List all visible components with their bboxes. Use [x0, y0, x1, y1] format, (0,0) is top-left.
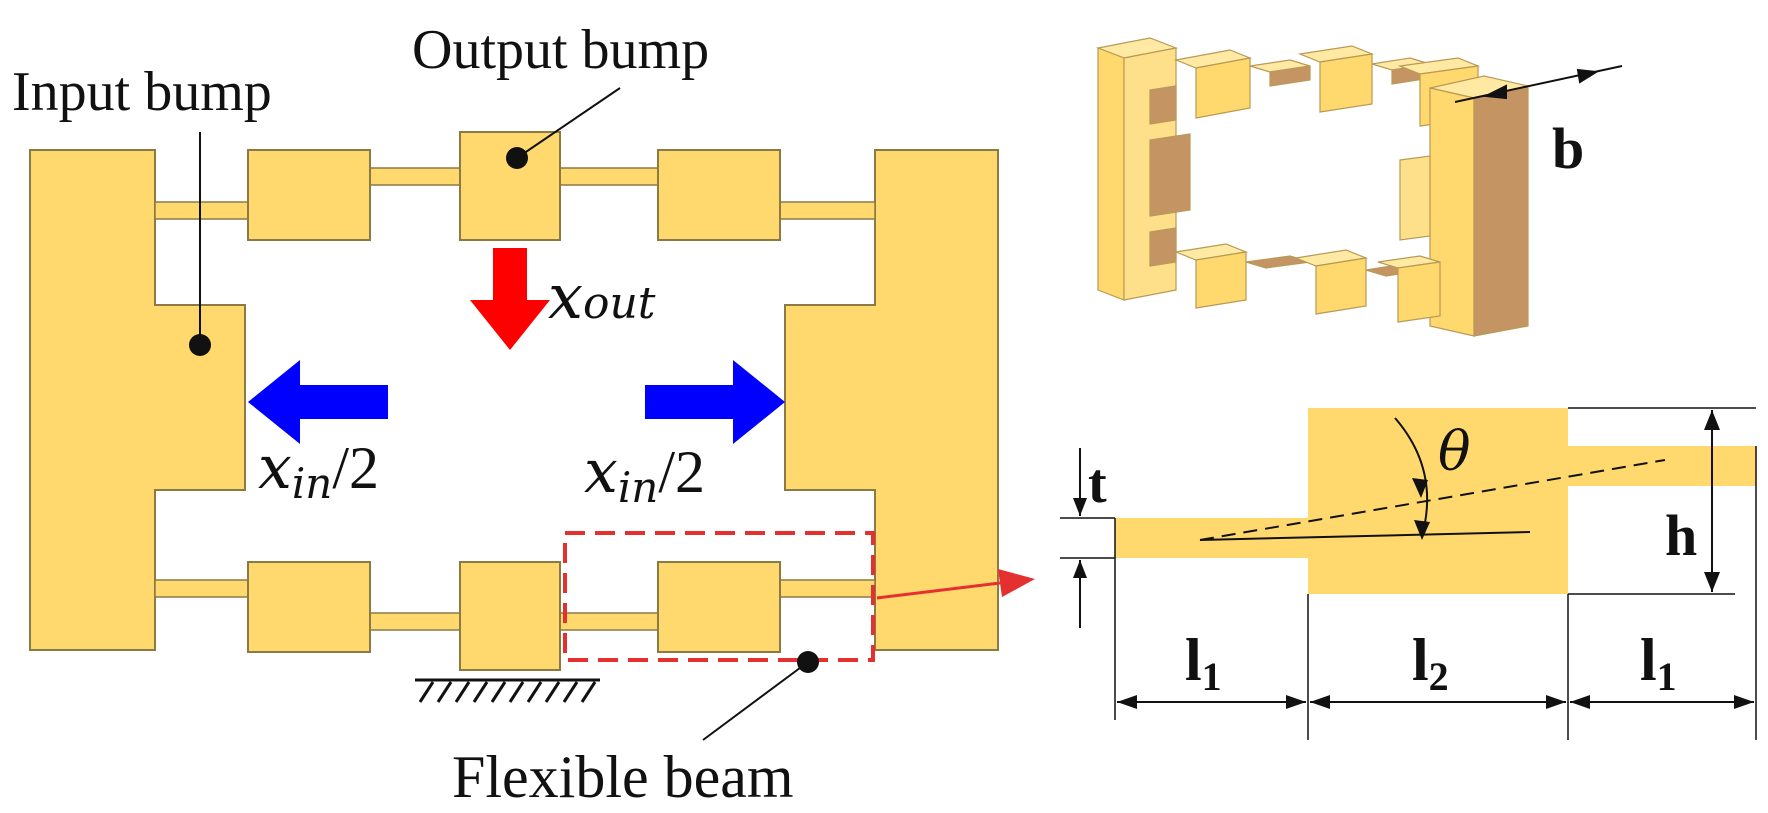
3d-top-seg-1-front [1195, 57, 1251, 119]
left-input-block [29, 149, 246, 651]
bottom-block-right [657, 561, 781, 653]
flexible-beam-label: Flexible beam [452, 744, 794, 810]
mechanism-2d: Output bump Input bump Flexible beam xou… [12, 19, 1035, 810]
l1-left-arrow-a-icon [1117, 695, 1137, 709]
3d-left-pillar-front [1097, 47, 1125, 301]
l2-arrow-a-icon [1310, 695, 1330, 709]
l2-label: l2 [1412, 627, 1449, 699]
ground-support-icon [415, 678, 600, 703]
theta-arrow-top-icon [1412, 478, 1428, 498]
l1-right-label: l1 [1640, 627, 1677, 699]
input-bump-dot [189, 334, 211, 356]
h-arrow-bottom-icon [1704, 572, 1720, 592]
top-block-left [247, 149, 371, 241]
t-label: t [1088, 453, 1107, 515]
output-bump-block [459, 131, 561, 241]
3d-right-notch-1 [1399, 155, 1431, 241]
b-arrow-right-icon [1576, 68, 1599, 84]
l2-arrow-b-icon [1546, 695, 1566, 709]
thickness-dimension [1454, 65, 1623, 103]
top-block-right [657, 149, 781, 241]
bottom-block-left [247, 561, 371, 653]
flexible-beam-highlight-box [563, 531, 875, 662]
output-bump-leader [516, 87, 621, 159]
output-bump-label: Output bump [412, 19, 709, 81]
h-arrow-top-icon [1704, 410, 1720, 430]
top-beam-1 [154, 201, 249, 220]
3d-top-seg-2-front [1269, 65, 1311, 87]
output-displacement-arrow [470, 248, 550, 350]
detail-pointer-head [998, 569, 1035, 597]
l1-right-arrow-b-icon [1734, 695, 1754, 709]
top-beam-2 [369, 167, 461, 186]
detail-block-l2 [1308, 408, 1568, 594]
3d-left-notch-3 [1149, 227, 1177, 267]
3d-bot-seg-5-front [1397, 261, 1441, 323]
detail-pointer-line [876, 581, 1001, 600]
output-bump-dot [506, 147, 528, 169]
bottom-beam-2 [369, 612, 461, 631]
input-arrow-left [248, 360, 388, 444]
theta-arrow-bottom-icon [1414, 520, 1430, 540]
theta-label: θ [1438, 420, 1471, 483]
3d-right-pillar-side [1473, 85, 1529, 337]
bottom-beam-3 [559, 612, 659, 631]
t-arrow-top-icon [1073, 498, 1087, 516]
b-label: b [1552, 116, 1584, 181]
input-bump-label: Input bump [12, 61, 272, 123]
l1-left-arrow-b-icon [1286, 695, 1306, 709]
x-in-left-label: xin/2 [258, 433, 379, 508]
t-arrow-bottom-icon [1073, 560, 1087, 578]
horizontal-reference-line [1199, 531, 1531, 541]
l1-left-label: l1 [1185, 627, 1222, 699]
h-label: h [1665, 503, 1697, 568]
l1-right-arrow-a-icon [1570, 695, 1590, 709]
3d-bot-seg-3-front [1315, 257, 1367, 315]
bottom-beam-4 [779, 579, 876, 598]
mechanism-3d-view [1095, 37, 1529, 337]
input-arrow-right [645, 360, 785, 444]
beam-detail: h t θ l1 l2 l1 [1060, 407, 1757, 740]
b-arrow-left-icon [1482, 84, 1507, 100]
flexible-beam-leader [702, 661, 809, 741]
3d-left-notch-2 [1149, 133, 1191, 217]
bottom-beam-1 [154, 579, 249, 598]
3d-left-notch-1 [1149, 85, 1177, 125]
flexible-beam-dot [797, 651, 819, 673]
detail-beam-l1-right [1568, 446, 1756, 486]
x-out-label: xout [548, 260, 656, 333]
3d-top-seg-3-front [1319, 53, 1373, 113]
right-input-block [784, 149, 999, 651]
x-in-right-label: xin/2 [584, 437, 705, 512]
3d-bot-seg-1-front [1195, 251, 1247, 309]
inclined-axis-dashed [1199, 459, 1666, 541]
top-beam-4 [779, 201, 876, 220]
fixed-anchor-block [459, 561, 561, 671]
top-beam-3 [559, 167, 659, 186]
